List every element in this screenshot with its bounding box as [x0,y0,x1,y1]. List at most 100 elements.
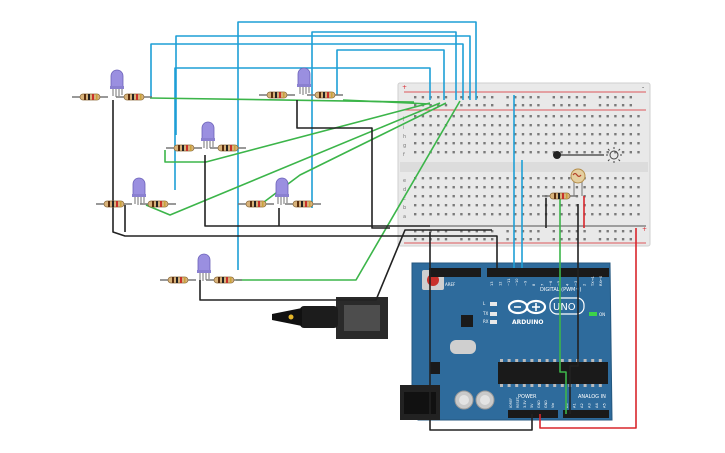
breadboard-hole[interactable] [460,151,463,154]
breadboard-hole[interactable] [629,213,632,216]
breadboard-hole[interactable] [452,124,455,127]
breadboard-hole[interactable] [460,96,463,99]
breadboard-hole[interactable] [491,177,494,180]
breadboard-hole[interactable] [414,186,417,189]
breadboard-hole[interactable] [568,177,571,180]
breadboard-hole[interactable] [514,238,517,241]
breadboard-hole[interactable] [498,142,502,145]
breadboard-hole[interactable] [414,115,417,118]
photoresistor[interactable] [570,168,586,196]
breadboard-hole[interactable] [444,230,448,233]
breadboard-hole[interactable] [421,133,425,136]
breadboard-hole[interactable] [414,230,417,233]
breadboard-hole[interactable] [621,230,625,233]
breadboard-hole[interactable] [583,96,586,99]
breadboard-hole[interactable] [491,186,494,189]
rgb-led[interactable] [109,69,125,98]
breadboard-hole[interactable] [437,124,440,127]
breadboard-hole[interactable] [568,124,571,127]
breadboard-hole[interactable] [483,96,486,99]
breadboard-hole[interactable] [568,133,571,136]
breadboard-hole[interactable] [498,204,502,207]
breadboard-hole[interactable] [421,204,425,207]
breadboard-hole[interactable] [537,133,540,136]
breadboard-hole[interactable] [537,151,540,154]
breadboard-hole[interactable] [560,186,563,189]
breadboard-hole[interactable] [629,124,632,127]
breadboard-hole[interactable] [591,177,594,180]
breadboard-hole[interactable] [606,115,609,118]
breadboard-hole[interactable] [429,213,432,216]
breadboard-hole[interactable] [437,133,440,136]
breadboard-hole[interactable] [544,142,548,145]
breadboard-hole[interactable] [552,151,555,154]
breadboard-hole[interactable] [568,238,571,241]
breadboard-hole[interactable] [521,115,525,118]
breadboard-hole[interactable] [460,204,463,207]
breadboard-hole[interactable] [521,124,525,127]
breadboard-hole[interactable] [429,230,432,233]
breadboard-hole[interactable] [467,151,471,154]
breadboard-hole[interactable] [521,96,525,99]
breadboard-hole[interactable] [475,238,478,241]
breadboard-hole[interactable] [414,195,417,198]
breadboard-hole[interactable] [606,151,609,154]
breadboard-hole[interactable] [552,177,555,180]
breadboard-hole[interactable] [506,115,509,118]
breadboard-hole[interactable] [637,115,640,118]
breadboard-hole[interactable] [583,133,586,136]
breadboard-hole[interactable] [506,133,509,136]
breadboard-hole[interactable] [583,238,586,241]
breadboard-hole[interactable] [598,238,602,241]
breadboard-hole[interactable] [498,115,502,118]
usb-cable[interactable] [272,297,388,339]
breadboard-hole[interactable] [606,133,609,136]
breadboard-hole[interactable] [614,186,617,189]
breadboard-hole[interactable] [475,133,478,136]
breadboard-hole[interactable] [621,96,625,99]
breadboard-hole[interactable] [491,96,494,99]
breadboard-hole[interactable] [629,177,632,180]
breadboard-hole[interactable] [606,142,609,145]
breadboard-hole[interactable] [506,204,509,207]
breadboard-hole[interactable] [506,213,509,216]
breadboard-hole[interactable] [491,133,494,136]
breadboard-hole[interactable] [467,115,471,118]
breadboard-hole[interactable] [537,124,540,127]
breadboard-hole[interactable] [483,195,486,198]
resistor[interactable] [209,144,247,152]
breadboard-hole[interactable] [568,230,571,233]
resistor[interactable] [237,200,275,208]
breadboard-hole[interactable] [637,186,640,189]
breadboard-hole[interactable] [421,186,425,189]
breadboard-hole[interactable] [414,96,417,99]
breadboard-hole[interactable] [598,177,602,180]
breadboard-hole[interactable] [560,230,563,233]
breadboard-hole[interactable] [621,213,625,216]
rgb-led[interactable] [274,177,290,206]
breadboard-hole[interactable] [491,151,494,154]
breadboard-hole[interactable] [598,104,602,107]
breadboard-hole[interactable] [552,115,555,118]
breadboard-hole[interactable] [514,213,517,216]
breadboard-hole[interactable] [637,124,640,127]
breadboard-hole[interactable] [444,133,448,136]
breadboard-hole[interactable] [414,133,417,136]
breadboard-hole[interactable] [606,238,609,241]
breadboard-hole[interactable] [583,186,586,189]
breadboard-hole[interactable] [521,133,525,136]
breadboard-hole[interactable] [537,204,540,207]
breadboard-hole[interactable] [598,124,602,127]
breadboard-hole[interactable] [560,238,563,241]
breadboard-hole[interactable] [521,177,525,180]
breadboard-hole[interactable] [414,238,417,241]
resistor[interactable] [139,200,177,208]
breadboard-hole[interactable] [498,151,502,154]
breadboard-hole[interactable] [437,96,440,99]
breadboard-hole[interactable] [560,115,563,118]
breadboard-hole[interactable] [552,142,555,145]
breadboard-hole[interactable] [606,124,609,127]
breadboard-hole[interactable] [437,115,440,118]
resistor[interactable] [71,93,109,101]
